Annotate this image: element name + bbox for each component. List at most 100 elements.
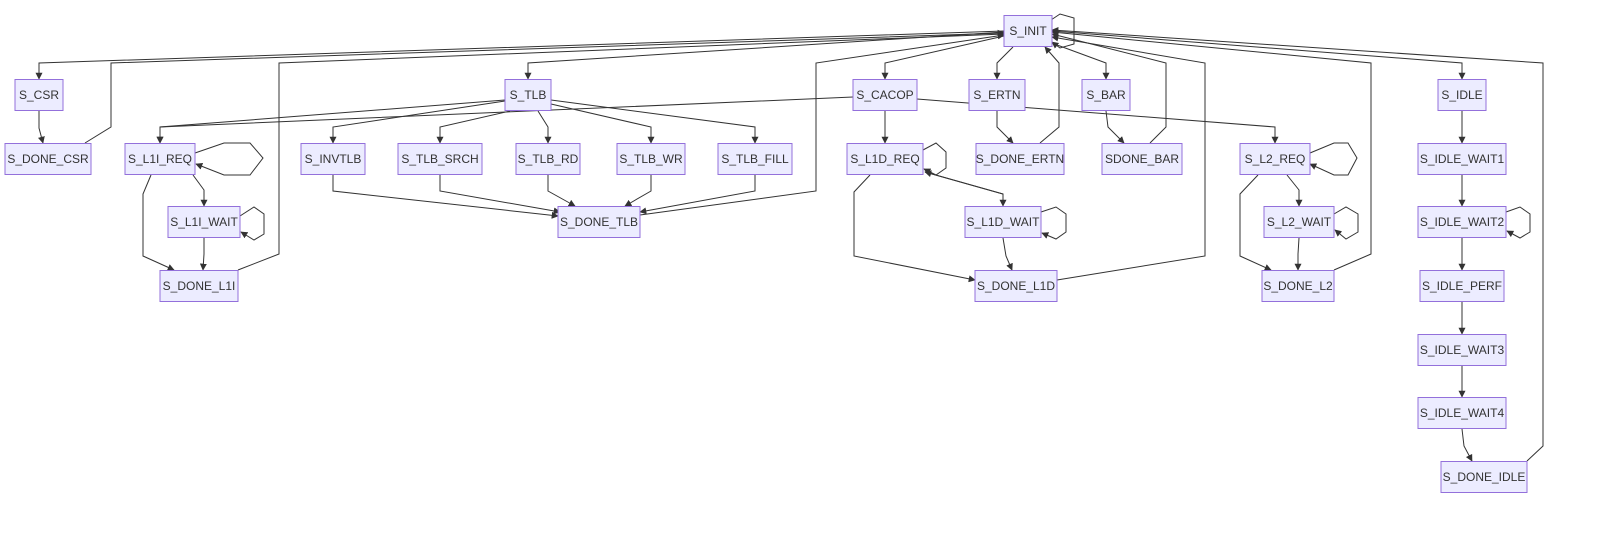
node-s-l1i-req: S_L1I_REQ xyxy=(124,143,196,175)
edge-s-l1i-req-to-s-l1i-req xyxy=(194,142,264,176)
edge-s-invtlb-to-s-done-tlb xyxy=(332,175,559,219)
node-label-s-tlb-wr: S_TLB_WR xyxy=(619,152,683,166)
edge-s-tlb-wr-to-s-done-tlb xyxy=(624,175,652,207)
edge-s-l1i-req-to-s-done-l1i xyxy=(142,174,175,271)
node-box-s-tlb-srch xyxy=(397,143,483,175)
node-label-s-init: S_INIT xyxy=(1009,24,1047,38)
node-s-idle-wait1: S_IDLE_WAIT1 xyxy=(1417,143,1507,175)
edge-s-bar-to-sdone-bar xyxy=(1105,110,1125,144)
node-s-l1d-wait: S_L1D_WAIT xyxy=(964,206,1042,238)
node-label-s-done-l1i: S_DONE_L1I xyxy=(163,279,236,293)
node-box-s-done-tlb xyxy=(557,206,641,238)
edge-s-init-to-s-cacop xyxy=(881,35,1005,80)
node-box-s-ertn xyxy=(968,79,1026,111)
edge-s-done-idle-to-s-init xyxy=(1051,26,1544,462)
node-s-tlb-srch: S_TLB_SRCH xyxy=(397,143,483,175)
node-label-s-done-csr: S_DONE_CSR xyxy=(7,152,89,166)
node-box-s-idle-wait2 xyxy=(1417,206,1507,238)
node-label-s-tlb: S_TLB xyxy=(510,88,547,102)
node-label-s-done-ertn: S_DONE_ERTN xyxy=(976,152,1064,166)
node-s-done-ertn: S_DONE_ERTN xyxy=(975,143,1065,175)
edge-s-done-ertn-to-s-init xyxy=(1039,46,1060,144)
node-box-s-l2-wait xyxy=(1263,206,1335,238)
edge-s-done-l2-to-s-init xyxy=(1051,29,1372,271)
node-box-s-tlb-fill xyxy=(717,143,793,175)
node-label-s-done-l1d: S_DONE_L1D xyxy=(977,279,1055,293)
node-label-s-tlb-srch: S_TLB_SRCH xyxy=(401,152,478,166)
node-s-invtlb: S_INVTLB xyxy=(300,143,366,175)
node-s-done-idle: S_DONE_IDLE xyxy=(1440,461,1528,493)
node-box-s-invtlb xyxy=(300,143,366,175)
node-s-idle-wait3: S_IDLE_WAIT3 xyxy=(1417,334,1507,366)
edge-s-l1d-req-to-s-l1d-req xyxy=(922,142,947,176)
node-box-s-idle xyxy=(1437,79,1487,111)
edge-s-l2-req-to-s-done-l2 xyxy=(1239,174,1272,271)
node-label-s-idle: S_IDLE xyxy=(1441,88,1482,102)
node-s-idle: S_IDLE xyxy=(1437,79,1487,111)
node-box-s-done-ertn xyxy=(975,143,1065,175)
node-s-done-l1d: S_DONE_L1D xyxy=(974,270,1058,302)
node-box-s-idle-perf xyxy=(1419,270,1505,302)
node-label-s-tlb-fill: S_TLB_FILL xyxy=(721,152,789,166)
node-box-s-done-csr xyxy=(4,143,92,175)
node-box-s-idle-wait1 xyxy=(1417,143,1507,175)
node-label-s-done-idle: S_DONE_IDLE xyxy=(1443,470,1526,484)
node-box-s-l1i-req xyxy=(124,143,196,175)
node-s-tlb: S_TLB xyxy=(504,79,552,111)
edge-s-init-to-s-ertn xyxy=(993,46,1014,80)
edge-s-tlb-to-s-tlb-wr xyxy=(550,103,655,144)
node-s-l2-req: S_L2_REQ xyxy=(1239,143,1311,175)
edge-s-tlb-to-s-tlb-fill xyxy=(550,99,759,144)
edge-s-csr-to-s-done-csr xyxy=(37,111,45,144)
node-s-tlb-rd: S_TLB_RD xyxy=(515,143,581,175)
node-s-cacop: S_CACOP xyxy=(852,79,918,111)
node-s-l2-wait: S_L2_WAIT xyxy=(1263,206,1335,238)
node-s-done-l2: S_DONE_L2 xyxy=(1261,270,1335,302)
node-label-s-l1d-wait: S_L1D_WAIT xyxy=(967,215,1041,229)
node-s-tlb-wr: S_TLB_WR xyxy=(616,143,686,175)
node-label-s-idle-perf: S_IDLE_PERF xyxy=(1422,279,1502,293)
node-s-idle-wait4: S_IDLE_WAIT4 xyxy=(1417,397,1507,429)
node-sdone-bar: SDONE_BAR xyxy=(1101,143,1183,175)
node-box-s-init xyxy=(1003,15,1053,47)
node-box-s-tlb xyxy=(504,79,552,111)
node-box-sdone-bar xyxy=(1101,143,1183,175)
node-label-s-done-tlb: S_DONE_TLB xyxy=(560,215,638,229)
node-label-s-csr: S_CSR xyxy=(19,88,59,102)
node-s-bar: S_BAR xyxy=(1081,79,1131,111)
edge-s-l2-req-to-s-l2-req xyxy=(1309,142,1358,176)
node-s-idle-wait2: S_IDLE_WAIT2 xyxy=(1417,206,1507,238)
edge-s-tlb-srch-to-s-done-tlb xyxy=(439,175,561,215)
node-box-s-cacop xyxy=(852,79,918,111)
node-label-s-done-l2: S_DONE_L2 xyxy=(1263,279,1333,293)
node-label-s-l1i-wait: S_L1I_WAIT xyxy=(170,215,238,229)
node-s-l1d-req: S_L1D_REQ xyxy=(846,143,924,175)
node-box-s-csr xyxy=(14,79,64,111)
edge-s-done-csr-to-s-init xyxy=(84,29,1005,144)
node-label-s-l2-req: S_L2_REQ xyxy=(1245,152,1306,166)
node-box-s-l1i-wait xyxy=(167,206,241,238)
node-label-s-bar: S_BAR xyxy=(1086,88,1126,102)
edge-s-tlb-fill-to-s-done-tlb xyxy=(639,175,756,215)
node-label-s-l1i-req: S_L1I_REQ xyxy=(128,152,192,166)
node-box-s-tlb-rd xyxy=(515,143,581,175)
edge-s-l1d-wait-to-s-l1d-wait xyxy=(1040,206,1067,240)
edge-s-l1d-wait-to-s-l1d-req xyxy=(924,170,1004,206)
edge-s-done-l1i-to-s-init xyxy=(237,30,1005,271)
edge-s-l2-req-to-s-l2-wait xyxy=(1286,174,1303,207)
edge-s-cacop-to-s-l1i-req xyxy=(156,96,854,144)
edge-s-l1d-wait-to-s-done-l1d xyxy=(1002,237,1013,271)
node-label-s-cacop: S_CACOP xyxy=(856,88,913,102)
node-label-s-l2-wait: S_L2_WAIT xyxy=(1267,215,1332,229)
node-s-tlb-fill: S_TLB_FILL xyxy=(717,143,793,175)
edge-s-cacop-to-s-l2-req xyxy=(916,98,1279,144)
node-label-s-idle-wait2: S_IDLE_WAIT2 xyxy=(1420,215,1505,229)
edge-s-l2-wait-to-s-done-l2 xyxy=(1294,237,1302,271)
node-label-s-idle-wait4: S_IDLE_WAIT4 xyxy=(1420,406,1505,420)
node-s-done-l1i: S_DONE_L1I xyxy=(159,270,239,302)
edge-s-init-to-s-csr xyxy=(35,30,1005,80)
edge-s-init-to-s-idle xyxy=(1051,30,1466,80)
node-box-s-l1d-req xyxy=(846,143,924,175)
